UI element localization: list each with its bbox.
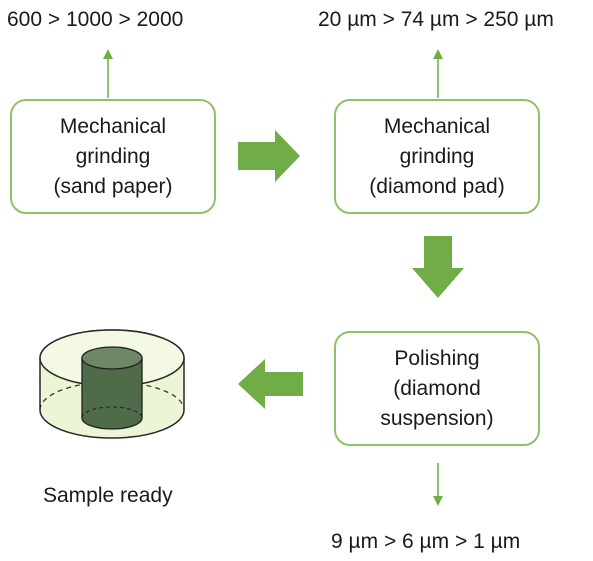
result-label: Sample ready: [43, 484, 173, 507]
block-arrow-left: [238, 359, 303, 409]
step3-line2: (diamond: [393, 376, 481, 400]
thin-arrow-step3-params: [433, 463, 443, 506]
step2-box: Mechanical grinding (diamond pad): [334, 99, 540, 214]
step2-line2: grinding: [399, 144, 475, 168]
step1-line1: Mechanical: [59, 114, 167, 138]
step2-params: 20 µm > 74 µm > 250 µm: [318, 8, 554, 31]
step2-line3: (diamond pad): [369, 174, 505, 198]
step2-line1: Mechanical: [383, 114, 491, 138]
step1-line3: (sand paper): [53, 174, 173, 198]
step3-params: 9 µm > 6 µm > 1 µm: [331, 530, 521, 553]
sample-illustration: [39, 329, 185, 439]
step1-params: 600 > 1000 > 2000: [7, 8, 184, 31]
thin-arrow-step2-params: [433, 49, 443, 98]
step3-line1: Polishing: [394, 346, 480, 370]
block-arrow-right: [238, 130, 300, 182]
step1-line2: grinding: [75, 144, 151, 168]
step3-line3: suspension): [380, 406, 494, 430]
step1-box: Mechanical grinding (sand paper): [10, 99, 216, 214]
thin-arrow-step1-params: [103, 49, 113, 98]
block-arrow-down: [412, 236, 464, 298]
step3-box: Polishing (diamond suspension): [334, 331, 540, 446]
